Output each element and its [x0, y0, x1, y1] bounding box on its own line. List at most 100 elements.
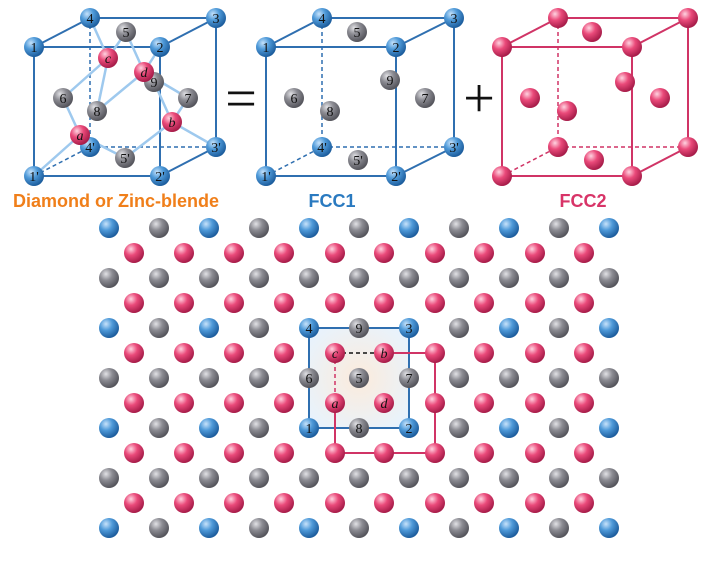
cube2-face-atom-sphere [380, 70, 400, 90]
cube1-corner-atom-label: 4 [87, 12, 94, 27]
lattice-atom [249, 368, 269, 388]
lattice-atom [325, 243, 345, 263]
lattice-atom-sphere [174, 293, 194, 313]
lattice-atom [574, 393, 594, 413]
cube1-face-atom: 5 [116, 22, 136, 42]
lattice-labeled-atom-sphere [399, 418, 419, 438]
cube1-corner-atom: 1' [24, 166, 44, 186]
lattice-atom-sphere [199, 268, 219, 288]
cube3-atom [548, 8, 568, 28]
lattice-labeled-atom-label: d [381, 397, 389, 412]
lattice-atom-sphere [425, 493, 445, 513]
lattice-atom-sphere [399, 518, 419, 538]
lattice-atom [399, 468, 419, 488]
lattice-atom-sphere [549, 318, 569, 338]
lattice-labeled-atom-sphere [325, 343, 345, 363]
lattice-atom [174, 243, 194, 263]
cube2-corner-atom: 3' [444, 137, 464, 157]
lattice-atom [549, 468, 569, 488]
lattice-atom [474, 393, 494, 413]
lattice-labeled-atom: d [374, 393, 394, 413]
lattice-atom-sphere [525, 393, 545, 413]
lattice-atom-sphere [99, 518, 119, 538]
lattice-labeled-atom-sphere [299, 318, 319, 338]
lattice-atom-sphere [124, 393, 144, 413]
lattice-atom [574, 243, 594, 263]
lattice-atom [574, 443, 594, 463]
lattice-atom [249, 518, 269, 538]
lattice-labeled-atom: 5 [349, 368, 369, 388]
cube1-face-atom: 7 [178, 88, 198, 108]
lattice-atom [174, 443, 194, 463]
lattice-atom-sphere [149, 468, 169, 488]
lattice-atom-sphere [525, 293, 545, 313]
lattice-atom-sphere [549, 418, 569, 438]
lattice-atom-sphere [449, 218, 469, 238]
lattice-labeled-atom: c [325, 343, 345, 363]
lattice-atom-sphere [249, 268, 269, 288]
lattice-atom [224, 493, 244, 513]
lattice-atom [199, 418, 219, 438]
lattice-atom [299, 518, 319, 538]
cube2-face-atom: 5 [347, 22, 367, 42]
lattice-labeled-atom-label: b [381, 347, 388, 362]
lattice-atom-sphere [474, 243, 494, 263]
cube3-atom-sphere [492, 37, 512, 57]
cube1-face-atom-label: 5 [123, 26, 130, 41]
cube3-atom [492, 166, 512, 186]
lattice-atom-sphere [99, 268, 119, 288]
lattice-atom-sphere [224, 493, 244, 513]
cube1-corner-atom: 3 [206, 8, 226, 28]
lattice-atom-sphere [224, 293, 244, 313]
cube1-interior-atom-sphere [134, 62, 154, 82]
lattice-atom [499, 518, 519, 538]
cube1-face-atom: 8 [87, 101, 107, 121]
lattice-atom-sphere [599, 218, 619, 238]
lattice-labeled-atom-label: 8 [356, 422, 363, 437]
lattice-atom-sphere [525, 243, 545, 263]
lattice-atom-sphere [249, 318, 269, 338]
cube2-corner-atom-sphere [312, 137, 332, 157]
cube3-atom-sphere [622, 37, 642, 57]
lattice-atom-sphere [349, 468, 369, 488]
cube1-corner-atom-label: 1' [29, 170, 39, 185]
lattice-atom [249, 418, 269, 438]
lattice-atom-sphere [549, 218, 569, 238]
lattice-atom [224, 293, 244, 313]
lattice-atom-sphere [199, 318, 219, 338]
cube1-hidden-edges [33, 18, 216, 177]
lattice-atom [425, 443, 445, 463]
lattice-atom [549, 368, 569, 388]
cube3-atom [492, 37, 512, 57]
lattice-atom [474, 293, 494, 313]
lattice-atom-sphere [224, 243, 244, 263]
lattice-atom [224, 443, 244, 463]
lattice-atom-sphere [325, 493, 345, 513]
fcc1-cube [265, 17, 455, 177]
lattice-atom [99, 318, 119, 338]
lattice-atom [374, 243, 394, 263]
cube3-atom-sphere [548, 8, 568, 28]
lattice-atom-sphere [149, 318, 169, 338]
lattice-atom [149, 218, 169, 238]
cube3-atom [615, 72, 635, 92]
cube2-corner-atom: 1 [256, 37, 276, 57]
lattice-atom [249, 218, 269, 238]
lattice-atom [525, 493, 545, 513]
cube1-interior-atom-label: c [105, 52, 112, 67]
lattice-atom-sphere [149, 268, 169, 288]
lattice-atom-sphere [499, 418, 519, 438]
fcc2-cube [501, 17, 689, 177]
lattice-atom [499, 468, 519, 488]
lattice-labeled-atom: 2 [399, 418, 419, 438]
lattice-atom [174, 493, 194, 513]
lattice-atom [399, 518, 419, 538]
lattice-atom-sphere [174, 393, 194, 413]
lattice-atom-sphere [499, 218, 519, 238]
lattice-atom-sphere [399, 468, 419, 488]
lattice-atom-sphere [574, 343, 594, 363]
cube2-corner-atom: 4 [312, 8, 332, 28]
cube2-face-atom: 5' [348, 150, 368, 170]
lattice-labeled-atom-label: 4 [306, 322, 313, 337]
